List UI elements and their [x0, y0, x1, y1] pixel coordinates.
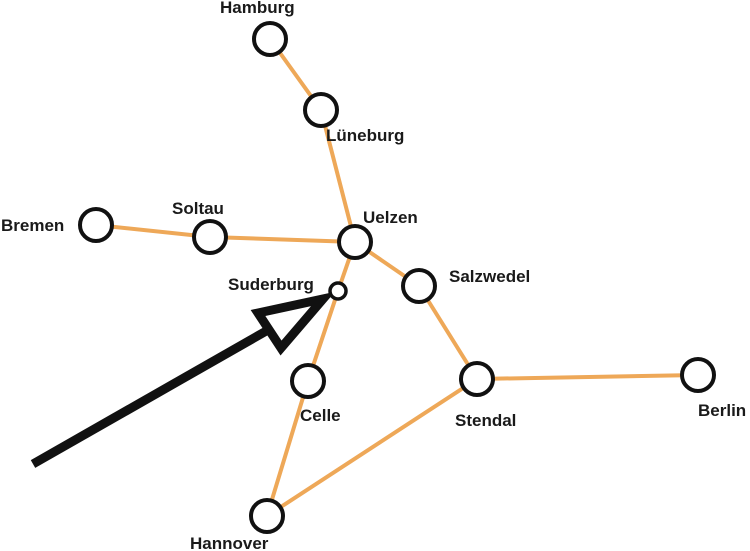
label-soltau: Soltau [172, 199, 224, 218]
label-uelzen: Uelzen [363, 208, 418, 227]
station-uelzen[interactable] [337, 224, 373, 260]
label-celle: Celle [300, 406, 341, 425]
label-salzwedel: Salzwedel [449, 267, 530, 286]
station-hannover[interactable] [249, 498, 285, 534]
station-hamburg[interactable] [252, 21, 288, 57]
route-lines [94, 37, 700, 518]
station-suderburg[interactable] [328, 281, 348, 301]
route-stendal-hannover [265, 377, 479, 518]
route-lueneburg-uelzen [319, 108, 357, 244]
label-hamburg: Hamburg [220, 0, 295, 17]
station-stendal[interactable] [459, 361, 495, 397]
station-berlin[interactable] [680, 357, 716, 393]
station-bremen[interactable] [78, 207, 114, 243]
station-lueneburg[interactable] [303, 92, 339, 128]
station-celle[interactable] [290, 363, 326, 399]
station-salzwedel[interactable] [401, 268, 437, 304]
route-stendal-berlin [475, 373, 700, 381]
label-lueneburg: Lüneburg [326, 126, 404, 145]
label-stendal: Stendal [455, 411, 516, 430]
arrow-shaft [30, 326, 271, 468]
stations [78, 21, 716, 534]
arrow-head [250, 291, 336, 356]
station-soltau[interactable] [192, 219, 228, 255]
route-bremen-soltau [94, 223, 212, 239]
label-bremen: Bremen [1, 216, 64, 235]
label-suderburg: Suderburg [228, 275, 314, 294]
arrow-pointer-icon [30, 291, 336, 468]
route-celle-hannover [265, 379, 310, 518]
label-hannover: Hannover [190, 534, 269, 551]
label-berlin: Berlin [698, 401, 746, 420]
route-salzwedel-stendal [417, 284, 479, 381]
route-soltau-uelzen [208, 235, 357, 244]
